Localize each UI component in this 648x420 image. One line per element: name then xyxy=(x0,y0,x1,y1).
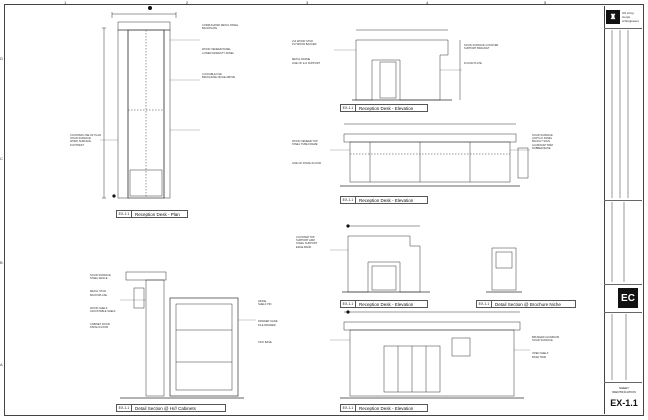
castle-icon: ♜ xyxy=(606,10,620,24)
grid-row-label: B xyxy=(0,260,3,265)
title-block xyxy=(604,6,642,414)
grid-column-label: 3 xyxy=(306,0,309,5)
grid-column-label: 2 xyxy=(186,0,189,5)
title-block-divider xyxy=(604,312,642,313)
title-block-divider xyxy=(604,284,642,285)
grid-row-label: A xyxy=(0,362,3,367)
grid-row-label: D xyxy=(0,56,3,61)
title-block-divider xyxy=(604,28,642,29)
sheet-id: EX-1.1 xyxy=(610,398,638,408)
title-block-divider xyxy=(604,200,642,201)
grid-column-label: 1 xyxy=(64,0,67,5)
sheet-border xyxy=(4,4,644,416)
title-block-divider xyxy=(604,382,642,383)
grid-column-label: 4 xyxy=(426,0,429,5)
grid-row-label: C xyxy=(0,156,3,161)
grid-column-label: 5 xyxy=(544,0,547,5)
agency-name: US Army Corps of Engineers xyxy=(622,11,639,23)
firm-logo: EC xyxy=(618,288,638,308)
sheet-label: SHEET IDENTIFICATION xyxy=(612,386,636,394)
